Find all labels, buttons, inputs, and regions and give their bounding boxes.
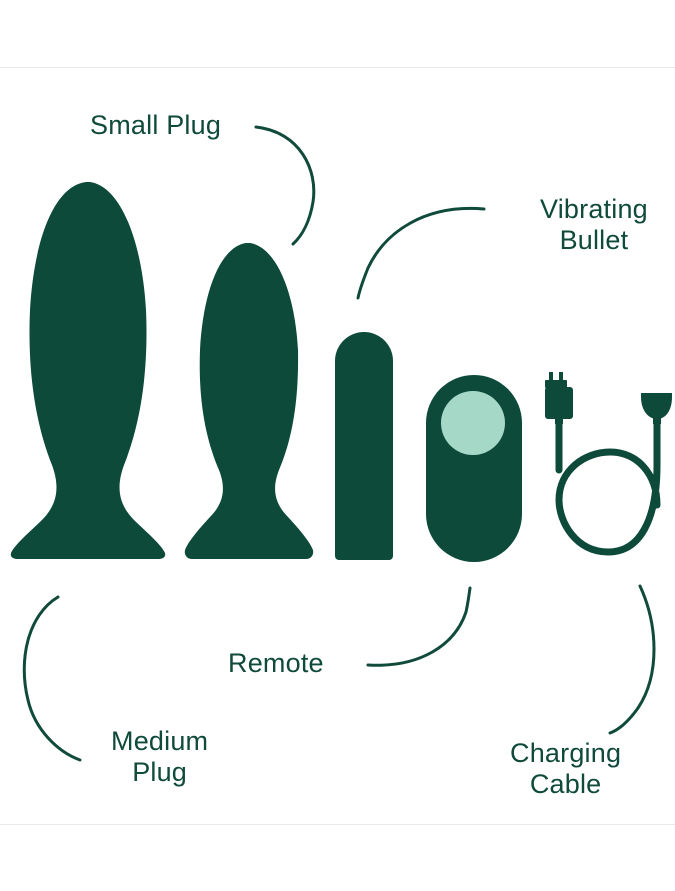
- charging-cable-shape: [545, 372, 672, 556]
- top-divider: [0, 67, 675, 68]
- medium-plug-leader: [22, 595, 82, 762]
- vibrating-bullet-label: Vibrating Bullet: [540, 194, 648, 256]
- small-plug-label: Small Plug: [90, 110, 222, 140]
- bottom-divider: [0, 824, 675, 825]
- medium-plug-label-line2: Plug: [132, 757, 188, 787]
- charging-cable-label-line1: Charging: [510, 738, 622, 768]
- small-plug-shape: [184, 243, 314, 559]
- remote-label: Remote: [228, 648, 324, 678]
- vibrating-bullet-label-line1: Vibrating: [540, 194, 648, 224]
- medium-plug-shape: [10, 182, 166, 559]
- medium-plug-label: Medium Plug: [111, 726, 208, 788]
- vibrating-bullet-leader: [356, 206, 486, 300]
- vibrating-bullet-label-line2: Bullet: [559, 225, 629, 255]
- remote-button: [441, 391, 505, 455]
- charging-cable-label-line2: Cable: [529, 769, 602, 799]
- charging-cable-label: Charging Cable: [510, 738, 621, 800]
- vibrating-bullet-base: [335, 480, 393, 560]
- charging-cable-leader: [608, 584, 656, 735]
- small-plug-leader: [254, 125, 316, 246]
- medium-plug-label-line1: Medium: [111, 726, 209, 756]
- remote-leader: [366, 586, 472, 667]
